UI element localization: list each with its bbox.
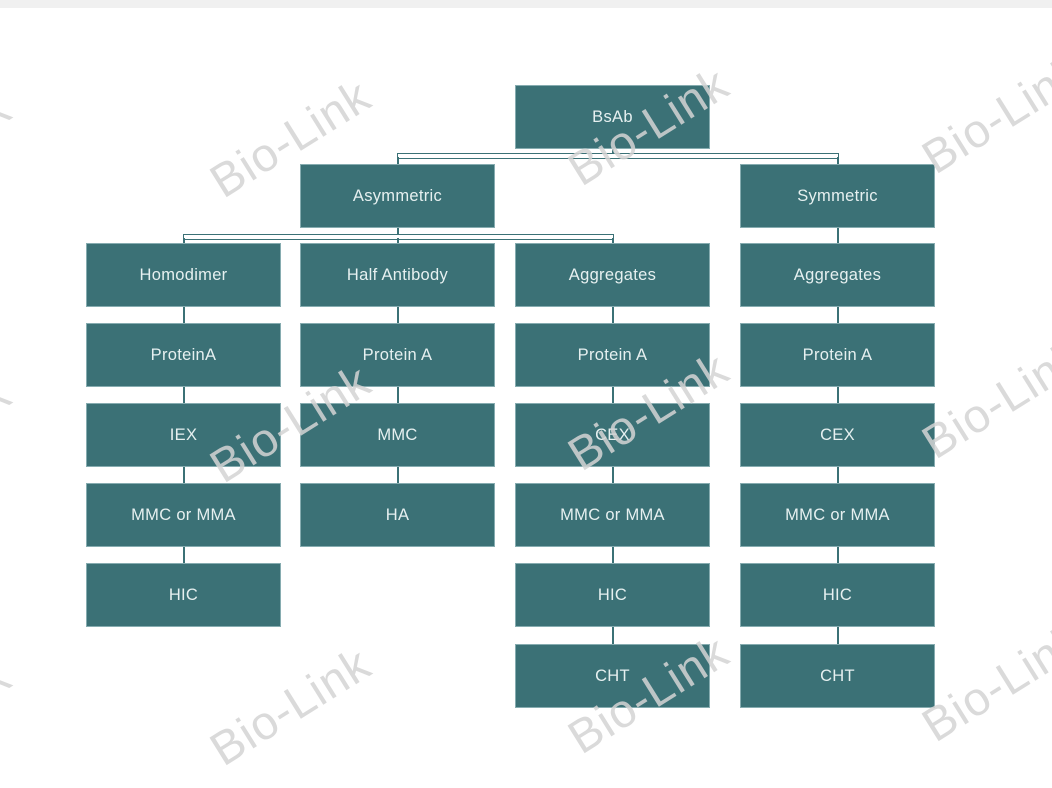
node-protein-a-col4: Protein A <box>740 323 935 387</box>
connector-line <box>612 306 614 324</box>
node-proteina-col1: ProteinA <box>86 323 281 387</box>
node-hic-col3: HIC <box>515 563 710 627</box>
node-aggregates-symmetric: Aggregates <box>740 243 935 307</box>
connector-line <box>397 157 399 165</box>
connector-line <box>397 238 399 244</box>
node-mmc-or-mma-col4: MMC or MMA <box>740 483 935 547</box>
connector-line <box>837 306 839 324</box>
connector-line <box>397 306 399 324</box>
node-cht-col3: CHT <box>515 644 710 708</box>
connector-line <box>183 306 185 324</box>
connector-line <box>397 466 399 484</box>
connector-line <box>837 546 839 564</box>
connector-bar <box>397 153 839 159</box>
node-cex-col4: CEX <box>740 403 935 467</box>
node-cex-col3: CEX <box>515 403 710 467</box>
connector-line <box>397 386 399 404</box>
node-iex-col1: IEX <box>86 403 281 467</box>
node-hic-col4: HIC <box>740 563 935 627</box>
connector-line <box>837 386 839 404</box>
connector-line <box>612 238 614 244</box>
connector-line <box>183 386 185 404</box>
node-hic-col1: HIC <box>86 563 281 627</box>
connector-line <box>837 466 839 484</box>
connector-line <box>837 626 839 644</box>
connector-line <box>612 546 614 564</box>
connector-line <box>612 386 614 404</box>
connector-line <box>612 626 614 644</box>
watermark-text: Bio-Link <box>200 636 380 776</box>
node-mmc-or-mma-col1: MMC or MMA <box>86 483 281 547</box>
node-protein-a-col2: Protein A <box>300 323 495 387</box>
watermark-text: Bio-Link <box>0 365 20 505</box>
connector-line <box>837 228 839 244</box>
node-asymmetric: Asymmetric <box>300 164 495 228</box>
node-homodimer: Homodimer <box>86 243 281 307</box>
node-cht-col4: CHT <box>740 644 935 708</box>
connector-line <box>397 228 399 236</box>
node-symmetric: Symmetric <box>740 164 935 228</box>
top-edge-shade <box>0 0 1052 8</box>
connector-line <box>612 466 614 484</box>
node-half-antibody: Half Antibody <box>300 243 495 307</box>
node-bsab: BsAb <box>515 85 710 149</box>
node-mmc-or-mma-col3: MMC or MMA <box>515 483 710 547</box>
connector-line <box>183 466 185 484</box>
watermark-text: Bio-Link <box>0 80 20 220</box>
connector-line <box>183 546 185 564</box>
node-protein-a-col3: Protein A <box>515 323 710 387</box>
node-aggregates-asymmetric: Aggregates <box>515 243 710 307</box>
connector-line <box>183 238 185 244</box>
watermark-text: Bio-Link <box>0 648 20 788</box>
node-ha-col2: HA <box>300 483 495 547</box>
connector-line <box>837 157 839 165</box>
connector-line <box>612 149 614 155</box>
node-mmc-col2: MMC <box>300 403 495 467</box>
